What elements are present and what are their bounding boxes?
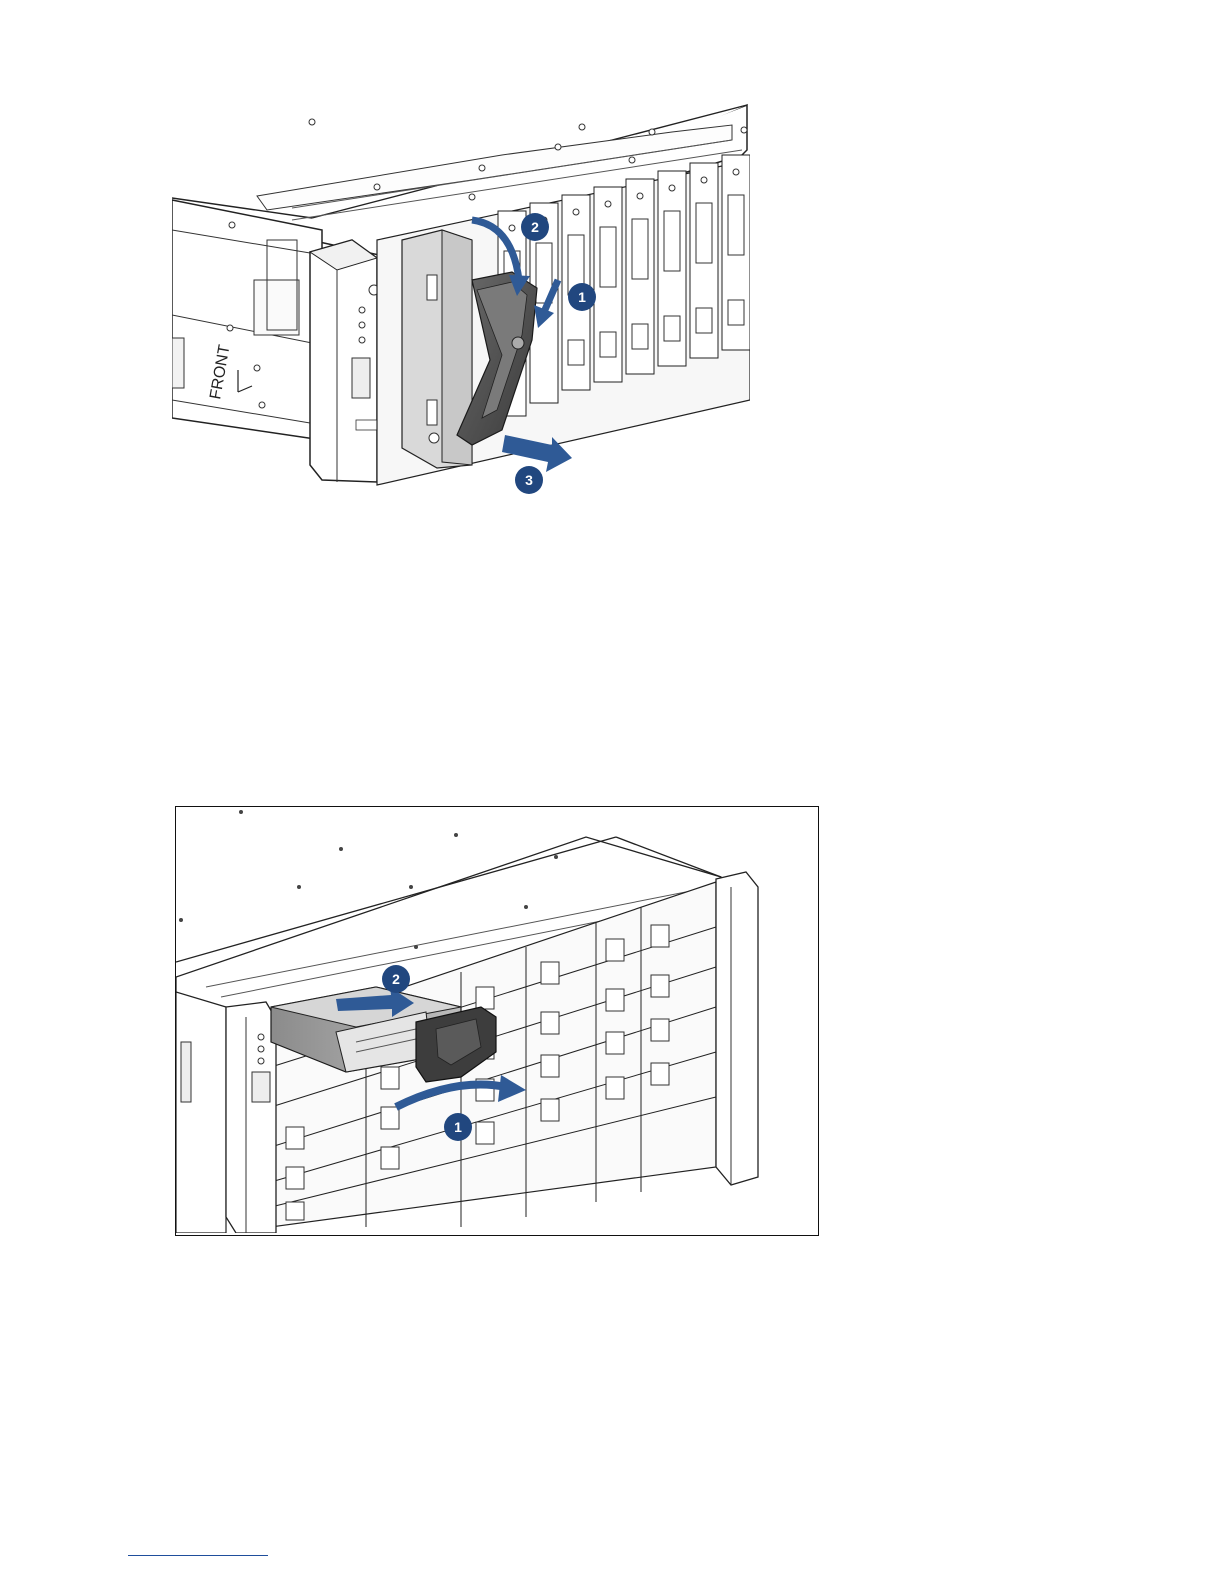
svg-text:1: 1 — [578, 289, 586, 305]
step-3-badge: 3 — [515, 466, 543, 494]
step-2-badge: 2 — [382, 965, 410, 993]
svg-text:1: 1 — [454, 1119, 462, 1135]
svg-text:2: 2 — [531, 219, 539, 235]
step-1-badge: 1 — [444, 1113, 472, 1141]
drive-removal-figure-lff: 2 1 — [175, 806, 819, 1236]
svg-text:2: 2 — [392, 971, 400, 987]
lff-enclosure-illustration: 2 1 — [176, 807, 816, 1233]
step-2-badge: 2 — [521, 213, 549, 241]
drive-removal-figure-sff: FRONT — [172, 100, 750, 500]
footer-rule — [128, 1555, 268, 1556]
svg-text:3: 3 — [525, 472, 533, 488]
step-1-badge: 1 — [568, 283, 596, 311]
sff-enclosure-illustration: FRONT — [172, 100, 750, 500]
